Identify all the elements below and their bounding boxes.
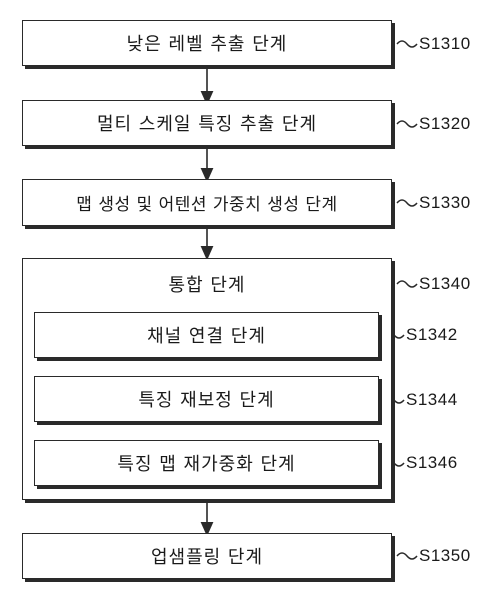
group-title: 통합 단계 xyxy=(168,275,246,296)
leader-s1330 xyxy=(396,199,418,207)
step-code: S1330 xyxy=(419,193,471,212)
leader-s1320 xyxy=(396,120,418,128)
step-code: S1310 xyxy=(419,34,471,53)
substep-text: 특징 재보정 단계 xyxy=(138,390,275,411)
group-code: S1340 xyxy=(419,274,471,293)
step-box-s1310: 낮은 레벨 추출 단계 xyxy=(22,20,392,66)
step-text: 업샘플링 단계 xyxy=(150,547,264,568)
step-box-s1320: 멀티 스케일 특징 추출 단계 xyxy=(22,100,392,146)
substep-code: S1346 xyxy=(406,453,458,472)
substep-code: S1344 xyxy=(406,390,458,409)
substep-box-s1344: 특징 재보정 단계 xyxy=(34,376,379,422)
substep-text: 채널 연결 단계 xyxy=(147,326,266,347)
step-box-s1350: 업샘플링 단계 xyxy=(22,533,392,579)
leader-s1310 xyxy=(396,40,418,48)
step-text: 낮은 레벨 추출 단계 xyxy=(126,34,288,55)
step-text: 멀티 스케일 특징 추출 단계 xyxy=(96,114,318,135)
step-code: S1350 xyxy=(419,546,471,565)
substep-code: S1342 xyxy=(406,325,458,344)
step-code: S1320 xyxy=(419,114,471,133)
step-box-s1330: 맵 생성 및 어텐션 가중치 생성 단계 xyxy=(22,179,392,226)
substep-text: 특징 맵 재가중화 단계 xyxy=(117,454,296,475)
step-text: 맵 생성 및 어텐션 가중치 생성 단계 xyxy=(76,195,338,215)
leader-s1340 xyxy=(396,280,418,288)
substep-box-s1342: 채널 연결 단계 xyxy=(34,312,379,358)
leader-s1350 xyxy=(396,552,418,560)
substep-box-s1346: 특징 맵 재가중화 단계 xyxy=(34,440,379,486)
